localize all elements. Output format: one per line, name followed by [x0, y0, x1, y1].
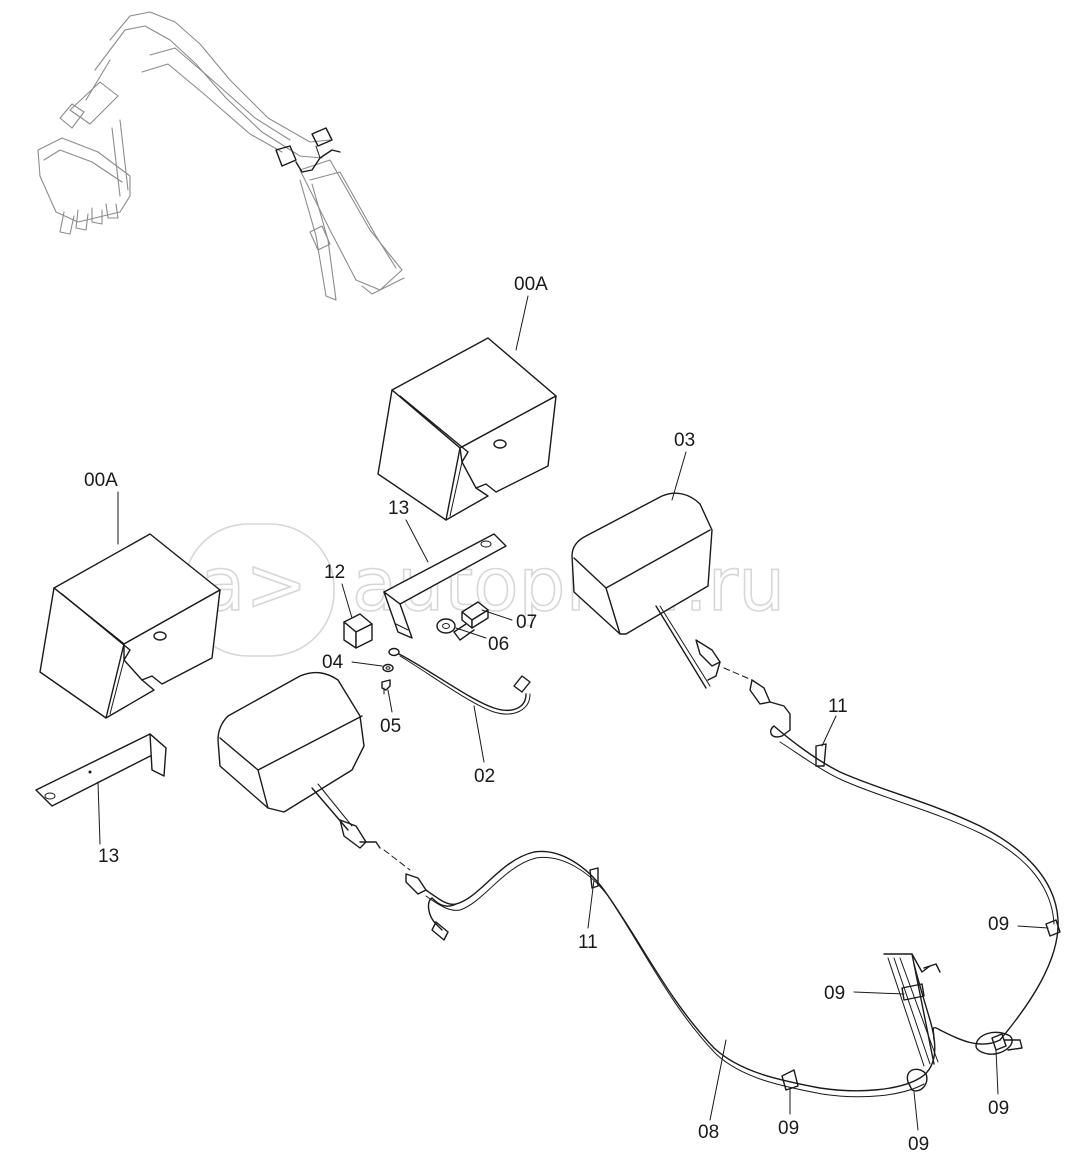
callout-label: 11	[828, 696, 848, 717]
excavator-overview-illustration	[37, 11, 405, 301]
callout-label: 06	[488, 634, 509, 655]
callout-label: 00A	[84, 470, 118, 491]
sensor-box-left	[217, 671, 427, 895]
bolt-part	[453, 601, 489, 641]
cover-box-top	[377, 337, 557, 521]
callout-label: 00A	[514, 274, 548, 295]
tie-a-part	[1045, 919, 1061, 937]
cover-box-left	[39, 533, 221, 719]
washer-part	[436, 618, 456, 634]
clamp-right-part	[815, 743, 827, 767]
tie-c-part	[991, 1033, 1007, 1051]
callout-label: 13	[98, 846, 119, 867]
nut-part	[382, 663, 394, 673]
callout-labels: 00A 00A 03 13 13 12 07 06 04 05 02 11 11…	[84, 274, 1009, 1155]
callout-label: 04	[322, 652, 344, 673]
bracket-top	[383, 533, 507, 639]
callout-label: 08	[698, 1122, 719, 1143]
bracket-bottom	[35, 733, 167, 807]
callout-label: 09	[988, 914, 1009, 935]
callout-label: 02	[474, 766, 495, 787]
callout-label: 03	[674, 430, 695, 451]
callout-label: 07	[516, 612, 537, 633]
tie-e-part	[906, 1068, 928, 1092]
clamp-left-part	[589, 867, 599, 889]
cable-long	[425, 850, 941, 1098]
tie-b-part	[901, 983, 925, 1001]
cable-right	[770, 725, 1059, 1055]
leader-lines	[97, 295, 1049, 1131]
tie-d-part	[781, 1069, 799, 1091]
callout-label: 09	[988, 1098, 1009, 1119]
sensor-box-right	[571, 492, 791, 737]
callout-label: 09	[908, 1134, 929, 1155]
callout-label: 09	[778, 1118, 799, 1139]
screw-part	[381, 679, 391, 695]
callout-label: 13	[388, 498, 409, 519]
mounting-hardware	[343, 601, 489, 695]
cable-short	[388, 647, 531, 715]
callout-label: 12	[324, 562, 345, 583]
callout-label: 09	[824, 983, 845, 1004]
callout-label: 11	[578, 932, 598, 953]
callout-label: 05	[380, 716, 401, 737]
